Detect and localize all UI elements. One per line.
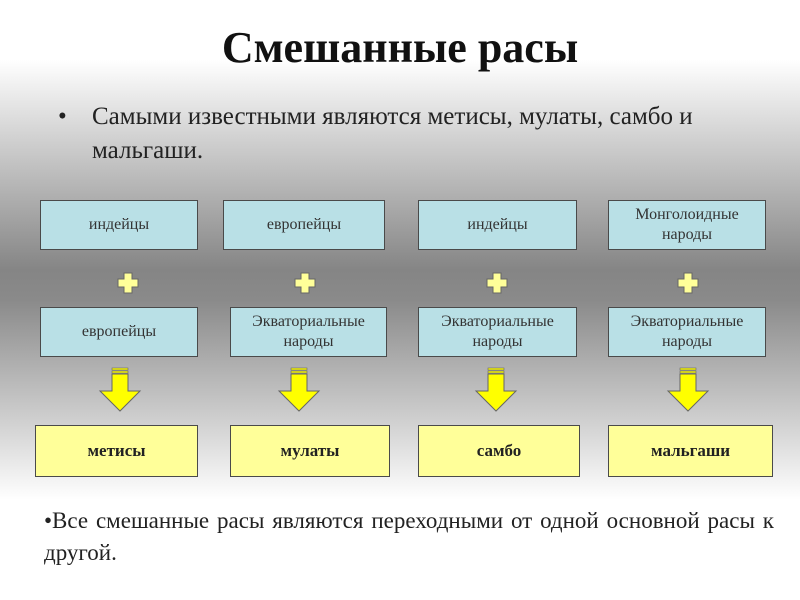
parent-box-2: Экваториальные народы [608, 307, 766, 357]
arrow-down-icon [277, 367, 321, 412]
parent-box-1: европейцы [223, 200, 385, 250]
parent-box-1: индейцы [418, 200, 577, 250]
arrow-down-icon [666, 367, 710, 412]
parent-box-1: Монголоидные народы [608, 200, 766, 250]
parent-box-2: Экваториальные народы [230, 307, 387, 357]
parent-box-2: европейцы [40, 307, 198, 357]
plus-icon [294, 272, 316, 294]
plus-icon [486, 272, 508, 294]
bullet-text: Самыми известными являются метисы, мулат… [92, 103, 693, 164]
result-box: самбо [418, 425, 580, 477]
arrow-down-icon [98, 367, 142, 412]
arrow-down-icon [474, 367, 518, 412]
result-box: мальгаши [608, 425, 773, 477]
result-box: мулаты [230, 425, 390, 477]
parent-box-2: Экваториальные народы [418, 307, 577, 357]
slide-title: Смешанные расы [221, 23, 579, 72]
bullet-marker: • [58, 103, 67, 130]
plus-icon [677, 272, 699, 294]
bullet-text-2: •Все смешанные расы являются переходными… [44, 508, 774, 565]
parent-box-1: индейцы [40, 200, 198, 250]
result-box: метисы [35, 425, 198, 477]
bullet-text-1: • Самыми известными являются метисы, мул… [58, 100, 758, 168]
plus-icon [117, 272, 139, 294]
